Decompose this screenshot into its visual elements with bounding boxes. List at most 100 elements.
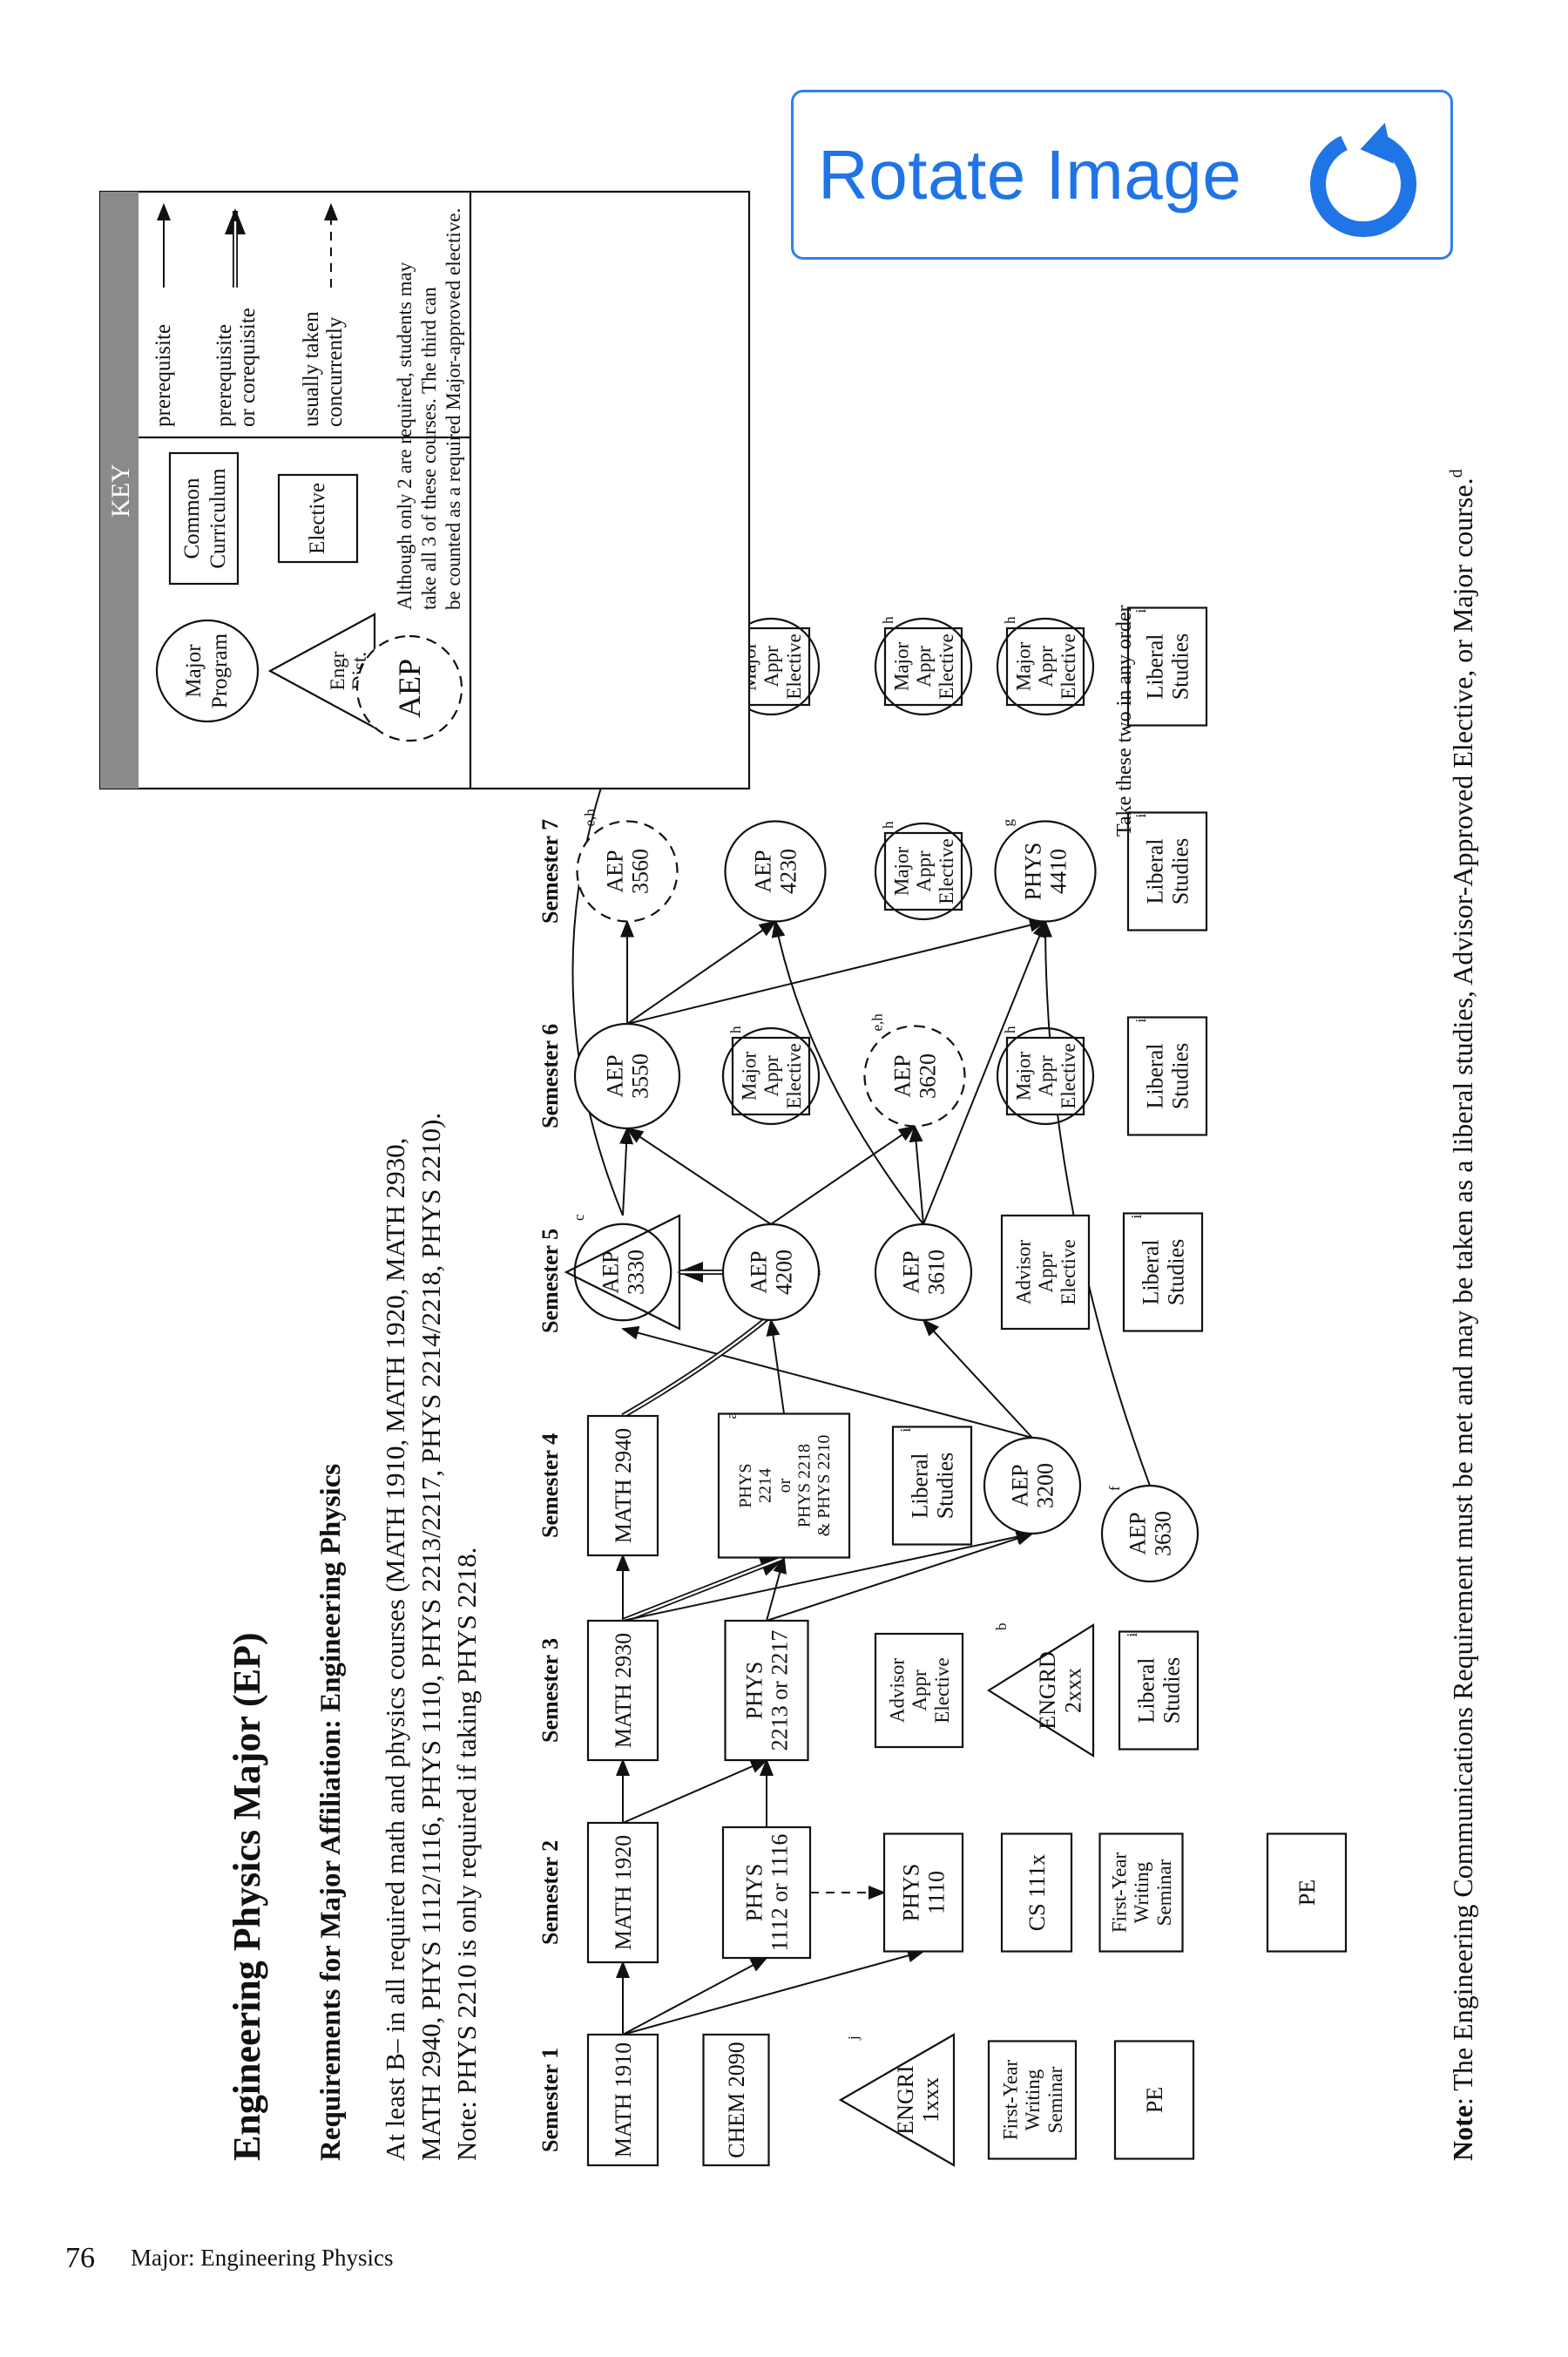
page-title: Engineering Physics Major (EP) — [226, 1632, 268, 2161]
key-arrow-coreq-label-1: prerequisite — [213, 324, 236, 427]
course-label-line: Studies — [1164, 1239, 1189, 1306]
course-label-line: Major — [890, 642, 912, 692]
key-common-line-1: Common — [180, 477, 204, 559]
key-title: KEY — [106, 464, 135, 518]
course-box — [883, 627, 963, 707]
course-label-line: 3630 — [1151, 1511, 1176, 1556]
course-label-line: Appr — [760, 646, 782, 687]
running-head: Major: Engineering Physics — [131, 2245, 393, 2271]
key-aep-label: AEP — [392, 659, 427, 718]
course-label-line: Seminar — [1044, 2066, 1066, 2133]
course-box — [1122, 1212, 1204, 1332]
course-label-line: Appr — [1035, 1251, 1057, 1293]
course-label-line: Appr — [1035, 1055, 1057, 1097]
course-box — [1113, 2040, 1195, 2160]
course-footnote-mark: i — [1132, 814, 1149, 818]
course-footnote-mark: f — [1106, 1486, 1123, 1491]
course-label-line: 3330 — [624, 1250, 649, 1295]
course-box — [721, 1825, 812, 1960]
course-label-line: Elective — [783, 1043, 805, 1108]
any-order-note: Take these two in any order — [1113, 605, 1136, 836]
arrow-prereq — [571, 715, 628, 1216]
course-label-line: 3560 — [628, 849, 653, 894]
course-label-line: 3200 — [1033, 1463, 1058, 1508]
arrow-prereq — [909, 1124, 924, 1225]
semester-header-7: Semester 7 — [537, 819, 563, 924]
course-box — [1098, 1832, 1184, 1953]
course-label-line: 3550 — [628, 1053, 653, 1099]
course-label-line: Advisor — [886, 1658, 908, 1723]
course-label-line: Liberal — [1143, 633, 1168, 699]
course-footnote-mark: g — [1000, 819, 1017, 827]
course-footnote-mark: h — [880, 821, 896, 829]
requirement-line-3: Note: PHYS 2210 is only required if taki… — [451, 1548, 482, 2161]
course-box — [724, 1619, 809, 1762]
course-label-line: Appr — [913, 850, 935, 892]
course-s4-math: MATH 2940 — [586, 1414, 659, 1557]
course-label-line: Liberal — [1143, 1043, 1168, 1108]
course-label-line: 2214 — [756, 1468, 775, 1503]
course-label-line: 1xxx — [918, 2077, 943, 2123]
course-label-line: First-Year — [1108, 1852, 1130, 1934]
course-label-line: PE — [1142, 2087, 1167, 2113]
course-box — [1005, 1036, 1085, 1116]
course-footnote-mark: i — [897, 1428, 914, 1432]
course-label-line: Major — [1012, 642, 1034, 692]
semester-header-1: Semester 1 — [537, 2048, 563, 2152]
course-label-line: AEP — [899, 1250, 924, 1293]
course-label-line: Liberal — [1134, 1657, 1159, 1723]
course-label-line: 1110 — [924, 1871, 950, 1914]
course-box — [586, 1414, 659, 1557]
course-footnote-mark: i — [1132, 1019, 1149, 1023]
arrow-prereq — [622, 1759, 768, 1824]
rotate-image-label: Rotate Image — [818, 135, 1242, 213]
course-label-line: AEP — [751, 850, 776, 892]
course-label-line: 4230 — [776, 849, 801, 894]
arrow-prereq — [619, 1127, 634, 1216]
course-label-line: Studies — [1159, 1657, 1185, 1724]
course-s2-math: MATH 1920 — [586, 1821, 659, 1964]
arrow-prereq — [622, 1948, 925, 2035]
course-circle — [721, 1223, 821, 1322]
key-elective-label: Elective — [306, 483, 329, 554]
course-label-line: Liberal — [908, 1453, 933, 1518]
page-subtitle: Requirements for Major Affiliation: Engi… — [315, 1464, 347, 2161]
course-s2-cs: CS 111x — [1000, 1832, 1073, 1953]
semester-header-6: Semester 6 — [537, 1024, 563, 1128]
course-box — [1000, 1214, 1091, 1331]
course-label-line: AEP — [890, 1054, 916, 1097]
course-label-line: & PHYS 2210 — [814, 1435, 834, 1537]
course-circle — [721, 1026, 821, 1126]
semester-header-4: Semester 4 — [537, 1433, 563, 1538]
course-box — [702, 2033, 770, 2167]
course-footnote-mark: i — [1132, 609, 1149, 613]
key-major-line-1: Major — [182, 644, 206, 698]
course-circle — [573, 1223, 672, 1322]
course-label-line: PHYS 2218 — [794, 1444, 814, 1527]
course-box — [874, 1632, 964, 1749]
course-label-line: Appr — [913, 646, 935, 687]
course-label-line: Elective — [1058, 1043, 1079, 1108]
course-footnote-mark: c — [571, 1214, 587, 1221]
arrow-prereq — [1038, 919, 1151, 1487]
arrow-prereq — [766, 1318, 785, 1414]
rotate-image-button[interactable]: Rotate Image — [791, 90, 1453, 260]
course-label-line: AEP — [747, 1250, 772, 1293]
course-label-line: 2xxx — [1060, 1668, 1085, 1713]
key-note-line-3: be counted as a required Major-approved … — [443, 208, 464, 610]
course-circle — [573, 1022, 681, 1130]
